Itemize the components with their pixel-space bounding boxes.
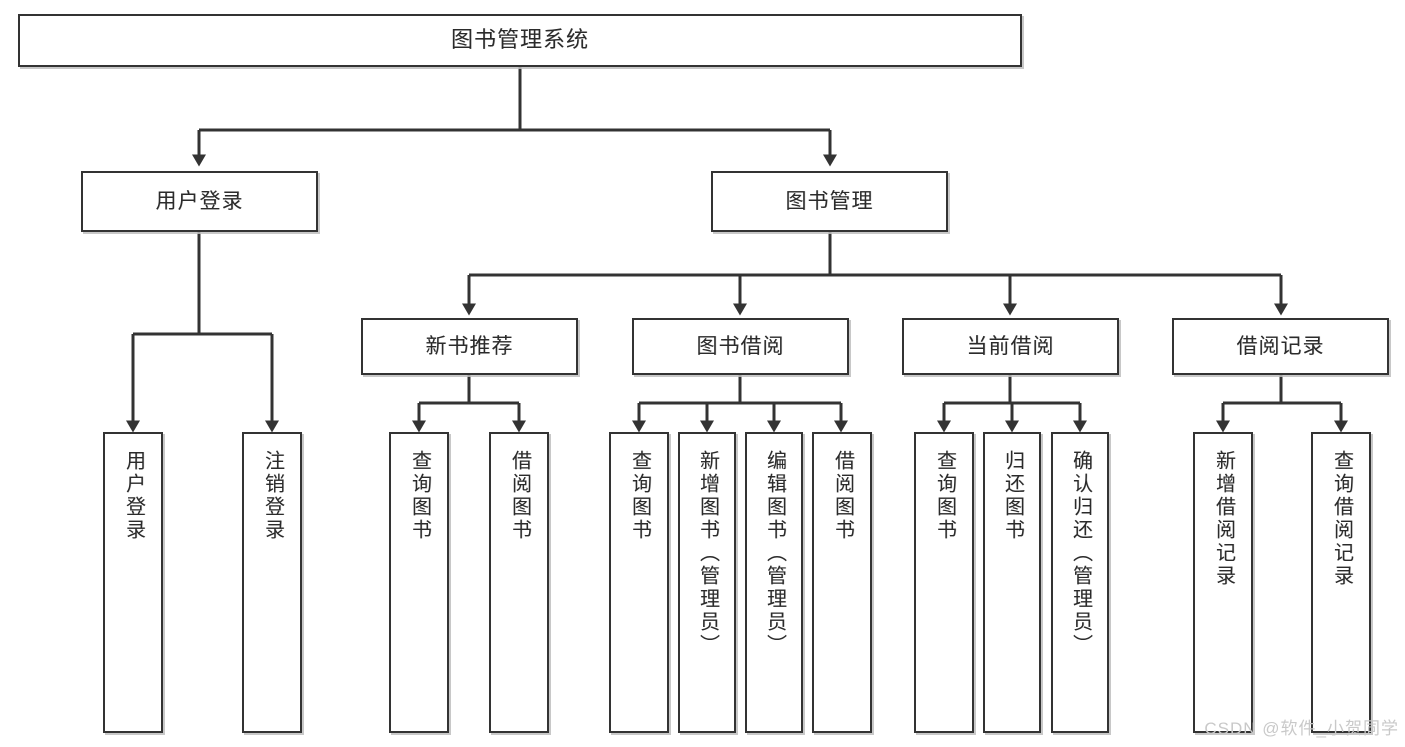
node-user-login[interactable]: 用户登录 — [81, 171, 318, 232]
leaf-confirm-return-label: 确认归还（管理员） — [1069, 450, 1092, 657]
watermark: CSDN @软件_小贺同学 — [1204, 719, 1399, 738]
node-root-label: 图书管理系统 — [450, 27, 589, 53]
leaf-query-book-2[interactable]: 查询图书 — [609, 432, 669, 733]
leaf-add-book-label: 新增图书（管理员） — [696, 450, 719, 657]
leaf-borrow-book-2[interactable]: 借阅图书 — [812, 432, 872, 733]
leaf-borrow-book-2-label: 借阅图书 — [831, 450, 854, 542]
leaf-add-record-label: 新增借阅记录 — [1212, 450, 1235, 588]
node-book-borrow-label: 图书借阅 — [696, 334, 785, 358]
leaf-query-book-1[interactable]: 查询图书 — [389, 432, 449, 733]
leaf-query-record[interactable]: 查询借阅记录 — [1311, 432, 1371, 733]
node-borrow-record[interactable]: 借阅记录 — [1172, 318, 1389, 375]
leaf-return-book[interactable]: 归还图书 — [983, 432, 1041, 733]
node-root[interactable]: 图书管理系统 — [18, 14, 1022, 67]
leaf-user-logout[interactable]: 注销登录 — [242, 432, 302, 733]
node-user-login-label: 用户登录 — [155, 189, 244, 213]
leaf-return-book-label: 归还图书 — [1001, 450, 1024, 542]
node-new-book-rec[interactable]: 新书推荐 — [361, 318, 578, 375]
node-borrow-record-label: 借阅记录 — [1236, 334, 1325, 358]
leaf-add-book[interactable]: 新增图书（管理员） — [678, 432, 736, 733]
leaf-user-logout-label: 注销登录 — [261, 450, 284, 542]
leaf-borrow-book-1-label: 借阅图书 — [508, 450, 531, 542]
leaf-user-login[interactable]: 用户登录 — [103, 432, 163, 733]
leaf-query-record-label: 查询借阅记录 — [1330, 450, 1353, 588]
node-book-borrow[interactable]: 图书借阅 — [632, 318, 849, 375]
leaf-query-book-2-label: 查询图书 — [628, 450, 651, 542]
leaf-query-book-1-label: 查询图书 — [408, 450, 431, 542]
leaf-user-login-label: 用户登录 — [122, 450, 145, 542]
node-current-borrow-label: 当前借阅 — [966, 334, 1055, 358]
node-book-manage-label: 图书管理 — [785, 189, 874, 213]
node-book-manage[interactable]: 图书管理 — [711, 171, 948, 232]
node-new-book-rec-label: 新书推荐 — [425, 334, 514, 358]
leaf-query-book-3[interactable]: 查询图书 — [914, 432, 974, 733]
leaf-edit-book-label: 编辑图书（管理员） — [763, 450, 786, 657]
node-current-borrow[interactable]: 当前借阅 — [902, 318, 1119, 375]
leaf-query-book-3-label: 查询图书 — [933, 450, 956, 542]
leaf-confirm-return[interactable]: 确认归还（管理员） — [1051, 432, 1109, 733]
leaf-add-record[interactable]: 新增借阅记录 — [1193, 432, 1253, 733]
leaf-edit-book[interactable]: 编辑图书（管理员） — [745, 432, 803, 733]
leaf-borrow-book-1[interactable]: 借阅图书 — [489, 432, 549, 733]
